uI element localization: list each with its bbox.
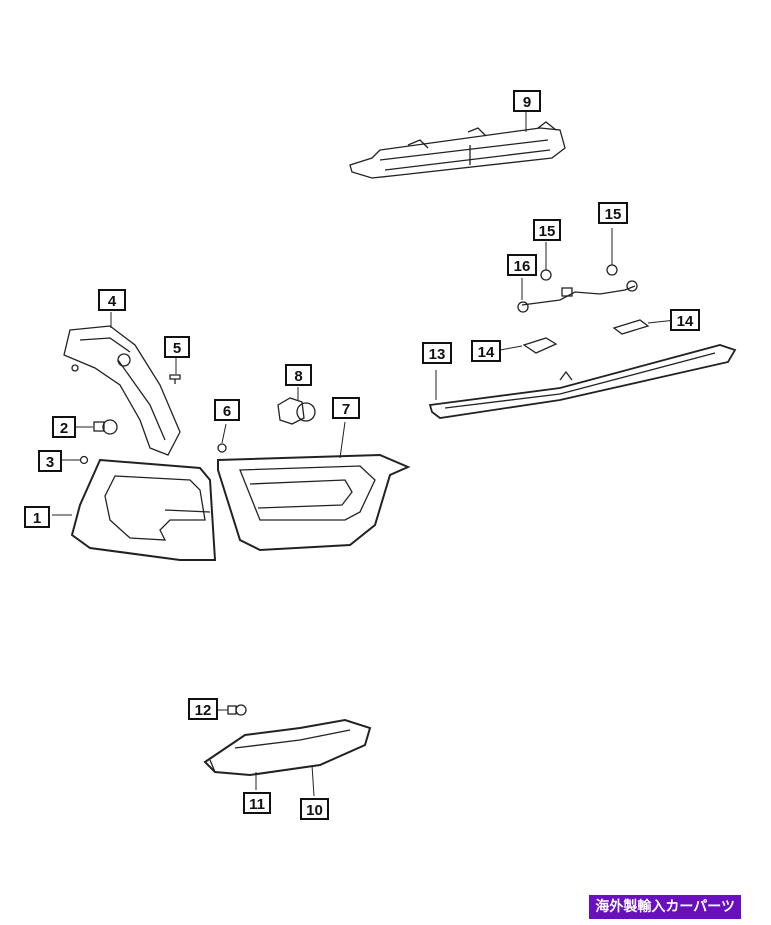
callout-7: 7	[332, 397, 360, 419]
callout-6: 6	[214, 399, 240, 421]
callout-12: 12	[188, 698, 218, 720]
part-8-socket	[277, 397, 316, 425]
part-1-outer-tail-lamp	[70, 458, 217, 561]
part-16-harness	[517, 280, 638, 313]
callout-13: 13	[422, 342, 452, 364]
part-6-grommet	[217, 443, 227, 453]
callout-10: 10	[300, 798, 329, 820]
part-13-applique	[428, 344, 737, 419]
part-14-license-lamps	[522, 319, 650, 354]
callout-15a: 15	[533, 219, 561, 241]
part-5-screw	[169, 374, 181, 384]
callout-14b: 14	[670, 309, 700, 331]
part-10-reflector	[203, 718, 372, 777]
callout-2: 2	[52, 416, 76, 438]
callout-3: 3	[38, 450, 62, 472]
callout-14a: 14	[471, 340, 501, 362]
callout-11: 11	[243, 792, 271, 814]
callout-15b: 15	[598, 202, 628, 224]
callout-5: 5	[164, 336, 190, 358]
watermark-badge: 海外製輸入カーパーツ	[589, 895, 741, 919]
leader-lines	[52, 112, 677, 797]
callout-8: 8	[285, 364, 312, 386]
callout-4: 4	[98, 289, 126, 311]
callout-16: 16	[507, 254, 537, 276]
callout-9: 9	[513, 90, 541, 112]
part-4-lamp-housing	[63, 325, 181, 456]
part-15-bulbs	[540, 264, 618, 281]
part-2-bulb	[93, 419, 118, 435]
callout-1: 1	[24, 506, 50, 528]
part-3-nut	[79, 455, 89, 465]
part-12-bulb	[227, 704, 247, 716]
part-7-inner-tail-lamp	[217, 453, 411, 552]
part-9-high-mount-light	[349, 121, 566, 179]
